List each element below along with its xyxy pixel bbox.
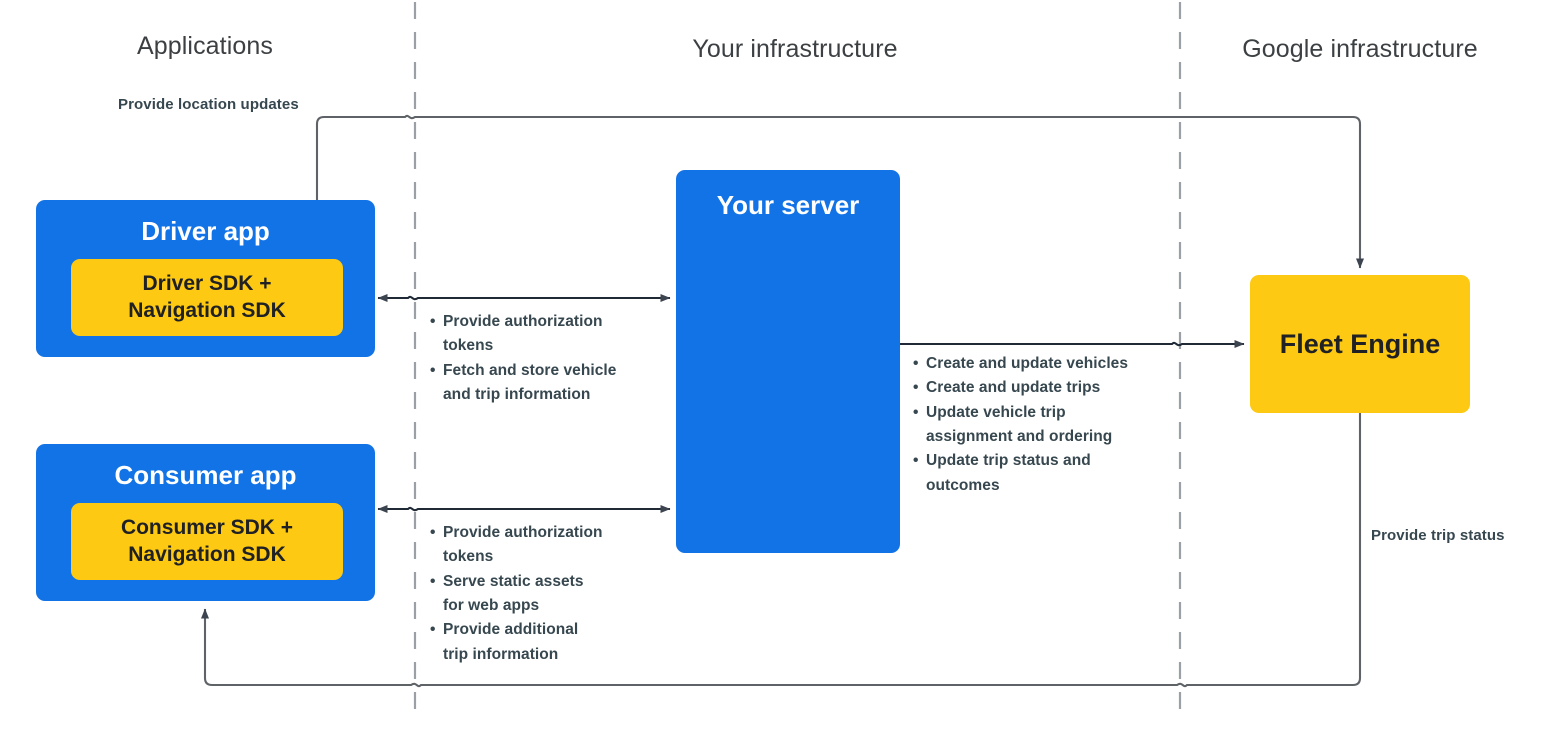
list-item: Provide additional trip information	[430, 618, 660, 667]
fleet-engine-title: Fleet Engine	[1279, 328, 1441, 359]
consumer-app-title: Consumer app	[114, 460, 297, 490]
bullets-consumer-server: Provide authorization tokens Serve stati…	[430, 521, 660, 667]
connector-consumer-server	[377, 505, 671, 513]
connector-trip-status	[201, 413, 1362, 688]
label-provide-trip-status: Provide trip status	[1371, 527, 1505, 544]
list-item: Provide authorization tokens	[430, 521, 660, 570]
node-consumer-app[interactable]: Consumer app Consumer SDK + Navigation S…	[36, 444, 375, 601]
node-driver-app[interactable]: Driver app Driver SDK + Navigation SDK	[36, 200, 375, 357]
list-item: Create and update vehicles	[913, 352, 1168, 377]
connector-location-updates	[315, 114, 1364, 269]
your-server-title: Your server	[716, 190, 860, 220]
list-item: Create and update trips	[913, 376, 1168, 401]
driver-app-title: Driver app	[141, 216, 270, 246]
bullets-server-engine: Create and update vehicles Create and up…	[913, 352, 1168, 498]
node-fleet-engine[interactable]: Fleet Engine	[1250, 275, 1470, 413]
node-your-server[interactable]: Your server	[676, 170, 900, 553]
node-driver-sdk[interactable]: Driver SDK + Navigation SDK	[71, 259, 343, 336]
list-item: Update trip status and outcomes	[913, 449, 1168, 498]
list-item: Provide authorization tokens	[430, 310, 660, 359]
connector-server-engine	[900, 340, 1245, 348]
zone-header-your-infrastructure: Your infrastructure	[692, 35, 898, 63]
label-provide-location-updates: Provide location updates	[118, 96, 299, 113]
consumer-sdk-line-2: Navigation SDK	[128, 542, 286, 566]
consumer-sdk-line-1: Consumer SDK +	[120, 515, 294, 539]
list-item: Fetch and store vehicle and trip informa…	[430, 359, 660, 408]
node-consumer-sdk[interactable]: Consumer SDK + Navigation SDK	[71, 503, 343, 580]
driver-sdk-line-2: Navigation SDK	[128, 298, 286, 322]
bullets-driver-server: Provide authorization tokens Fetch and s…	[430, 310, 660, 407]
list-item: Serve static assets for web apps	[430, 570, 660, 619]
zone-header-applications: Applications	[136, 32, 273, 60]
list-item: Update vehicle trip assignment and order…	[913, 401, 1168, 450]
connector-driver-server	[377, 294, 671, 302]
driver-sdk-line-1: Driver SDK +	[142, 271, 272, 295]
zone-header-google-infrastructure: Google infrastructure	[1242, 35, 1478, 63]
